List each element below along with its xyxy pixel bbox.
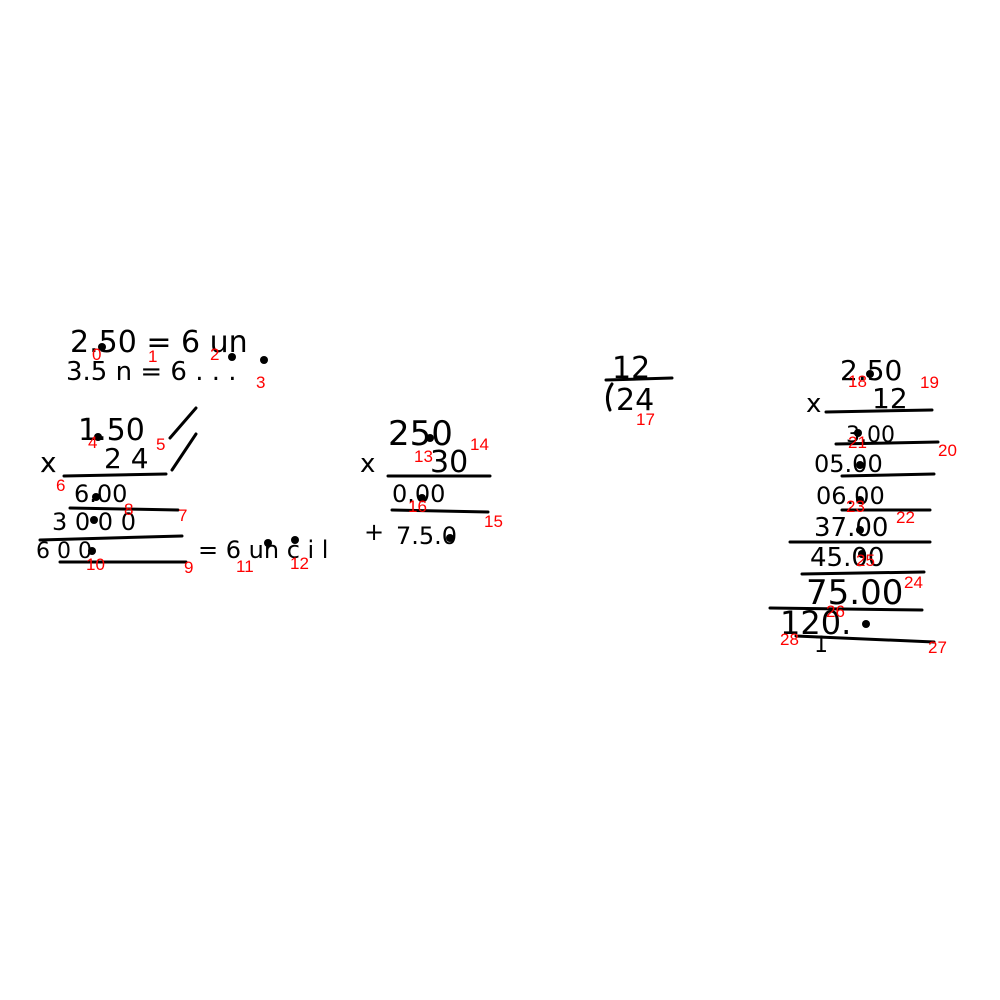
ink-dot <box>856 496 864 504</box>
marker-label-22: 22 <box>896 508 915 527</box>
rule-line <box>604 376 674 382</box>
marker-label-0: 0 <box>92 345 101 364</box>
ink-dot <box>90 516 98 524</box>
ink-dot <box>862 620 870 628</box>
marker-label-8: 8 <box>124 500 133 519</box>
rule-line <box>840 472 936 478</box>
marker-label-23: 23 <box>846 497 865 516</box>
marker-label-7: 7 <box>178 506 187 525</box>
work-group-d: 12 24 <box>604 351 674 418</box>
ink-dot <box>94 433 102 441</box>
marker-label-25: 25 <box>856 551 875 570</box>
ink-dot <box>446 534 454 542</box>
marker-label-12: 12 <box>290 554 309 573</box>
ink-dot <box>856 526 864 534</box>
marker-label-17: 17 <box>636 410 655 429</box>
handwritten-b-row1: 6.00 <box>74 480 127 508</box>
handwritten-c-top: 250 <box>388 414 453 454</box>
ink-dot <box>92 493 100 501</box>
marker-label-26: 26 <box>826 602 845 621</box>
slash-mark <box>168 406 198 440</box>
ink-dot <box>228 353 236 361</box>
handwritten-e-row3: 06.00 <box>816 482 885 510</box>
marker-label-4: 4 <box>88 433 97 452</box>
work-group-c: 250 x 30 0.00 + 7.5.0 <box>360 414 492 550</box>
handwritten-b-top: 1.50 <box>78 413 145 448</box>
marker-label-20: 20 <box>938 441 957 460</box>
ink-dot <box>88 547 96 555</box>
rule-line <box>824 408 934 414</box>
marker-label-19: 19 <box>920 373 939 392</box>
ink-dot <box>856 461 864 469</box>
marker-label-10: 10 <box>86 555 105 574</box>
handwritten-e-sign: x <box>806 389 821 419</box>
ink-dot <box>866 370 874 378</box>
division-bracket <box>605 382 614 412</box>
marker-label-15: 15 <box>484 512 503 531</box>
handwritten-e-row2: 05.00 <box>814 450 883 478</box>
rule-line <box>768 606 924 612</box>
marker-label-6: 6 <box>56 476 65 495</box>
ink-dot <box>854 429 862 437</box>
handwritten-b-sign: x <box>40 446 57 479</box>
handwritten-e-row4: 37.00 <box>814 513 888 543</box>
rule-line <box>834 440 940 446</box>
marker-label-1: 1 <box>148 347 157 366</box>
marker-label-11: 11 <box>236 557 254 576</box>
ink-dot <box>858 550 866 558</box>
rule-line <box>390 508 490 514</box>
handwritten-d-dividend: 24 <box>616 383 654 418</box>
marker-label-21: 21 <box>848 433 867 452</box>
work-group-a: 2.50 = 6 un 3.5 n = 6 . . . <box>66 325 268 387</box>
ink-dot <box>260 356 268 364</box>
handwritten-e-row5: 45.00 <box>810 543 884 573</box>
handwritten-c-sign: x <box>360 449 375 479</box>
handwritten-c-row1: 0.00 <box>392 480 445 508</box>
handwritten-b-result: = 6 un c i l <box>198 536 328 564</box>
rule-line <box>794 634 936 644</box>
rule-line <box>62 472 168 478</box>
work-group-e: 2.50 x 12 3.00 05.00 06.00 37.00 45.00 7… <box>768 354 940 658</box>
rule-line <box>68 506 180 512</box>
handwritten-e-row6: 75.00 <box>806 573 903 613</box>
handwritten-b-total: 6 0 0 <box>36 539 92 564</box>
handwritten-line-a1: 2.50 = 6 un <box>70 325 248 360</box>
marker-label-14: 14 <box>470 435 489 454</box>
marker-label-2: 2 <box>210 345 219 364</box>
marker-label-16: 16 <box>408 497 427 516</box>
marker-label-24: 24 <box>904 573 923 592</box>
handwritten-c-mult: 30 <box>430 445 468 480</box>
ink-dot <box>426 434 434 442</box>
marker-label-3: 3 <box>256 373 265 392</box>
rule-line <box>38 534 184 542</box>
marker-label-9: 9 <box>184 558 193 577</box>
handwritten-c-plus: + <box>364 518 384 546</box>
marker-label-27: 27 <box>928 638 947 657</box>
ink-dot <box>418 494 426 502</box>
handwritten-line-a2: 3.5 n = 6 . . . <box>66 357 237 387</box>
ink-dot <box>98 343 106 351</box>
marker-label-5: 5 <box>156 435 165 454</box>
marker-label-18: 18 <box>848 372 867 391</box>
rule-line <box>800 570 926 576</box>
handwritten-b-mult: 2 4 <box>104 442 149 475</box>
marker-label-13: 13 <box>414 447 433 466</box>
work-group-b: 1.50 x 2 4 6.00 3 0 0 0 6 0 0 = 6 un c i… <box>36 406 328 564</box>
marker-label-28: 28 <box>780 630 799 649</box>
handwritten-e-row8: 1 <box>814 633 828 658</box>
ink-dot <box>264 539 272 547</box>
slash-mark <box>170 432 198 472</box>
ink-dot <box>291 536 299 544</box>
